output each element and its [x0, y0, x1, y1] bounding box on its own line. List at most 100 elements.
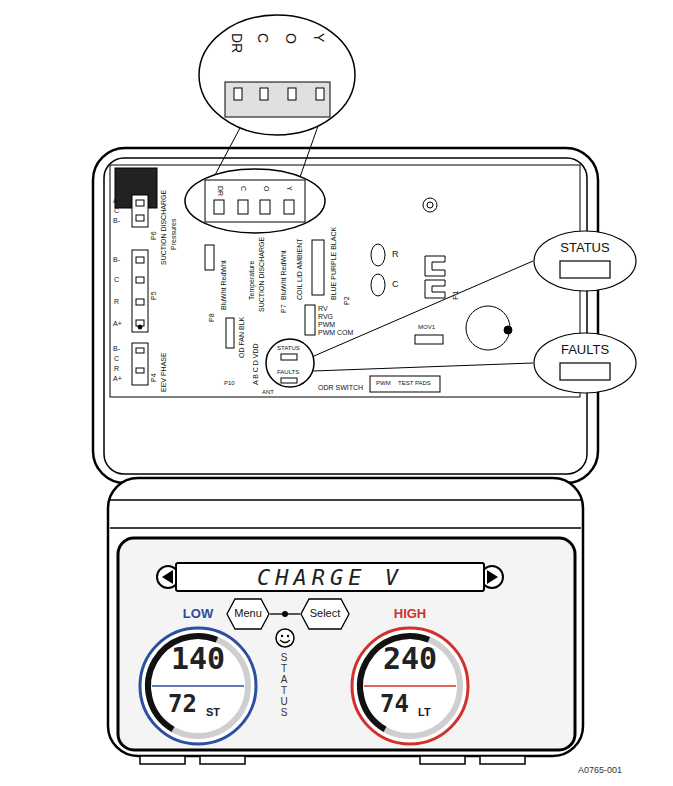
circuit-board: [136, 257, 144, 263]
board-silkscreen-label: EEV PHASE: [160, 352, 167, 392]
lower-housing: [108, 478, 583, 764]
circuit-board: [138, 325, 142, 329]
temperature-reading: 74: [380, 692, 409, 716]
lower-housing: [200, 756, 245, 764]
callout-oval: [534, 231, 636, 291]
gauge-scale: [136, 624, 260, 748]
gauge-ring: [348, 624, 472, 748]
board-connector: [185, 169, 325, 233]
circuit-board: [281, 354, 297, 360]
board-silkscreen-label: BluWht RedWht: [220, 260, 227, 310]
board-silkscreen-label: BLUE PURPLE BLACK: [330, 227, 337, 300]
board-silkscreen-label: PWM: [376, 380, 391, 386]
temperature-reading: 72: [168, 692, 197, 716]
board-silkscreen-label: DR: [217, 186, 224, 196]
upper-housing: [104, 158, 587, 474]
lower-housing: [110, 527, 581, 529]
lower-housing: [140, 756, 185, 764]
lcd-text: CHARGE V: [177, 567, 483, 589]
magnified-connector: [288, 88, 296, 100]
board-silkscreen-label: RV: [318, 305, 328, 312]
gauge-title: LOW: [136, 607, 260, 620]
board-silkscreen-label: PWM COM: [318, 329, 353, 336]
board-connector: [284, 200, 294, 214]
board-silkscreen-label: A B C D VDD: [252, 343, 259, 385]
board-silkscreen-label: P6: [150, 231, 157, 240]
board-silkscreen-label: RVG: [318, 313, 333, 320]
display-icons: [487, 570, 498, 584]
select-button: Select: [300, 598, 350, 630]
board-silkscreen-label: C: [392, 280, 399, 289]
temperature-unit: ST: [206, 707, 220, 718]
circuit-board: [305, 305, 315, 335]
gauge-ring: [136, 624, 260, 748]
board-connector: [238, 200, 248, 214]
hexagon-button: [227, 599, 269, 629]
circuit-board: [110, 165, 580, 397]
circuit-board: [110, 165, 580, 397]
board-silkscreen-label: F1: [452, 291, 460, 300]
board-connector: [214, 200, 224, 214]
magnified-connector: [316, 88, 324, 100]
circuit-board: [466, 306, 510, 350]
board-connector: [185, 169, 325, 233]
menu-button: Menu: [226, 598, 270, 630]
board-silkscreen-label: STATUS: [277, 345, 300, 351]
high-pressure-gauge: HIGH24074LT: [348, 624, 472, 748]
board-silkscreen-label: B-: [113, 217, 120, 224]
leader-line: [314, 261, 533, 356]
connector-pin-label: O: [284, 33, 298, 44]
circuit-board: [132, 250, 148, 332]
board-silkscreen-label: Temperature: [248, 261, 255, 300]
circuit-board: [266, 339, 314, 387]
circuit-board: [425, 256, 445, 276]
hexagon-button: [301, 599, 349, 629]
board-silkscreen-label: O: [263, 186, 270, 191]
circuit-board: [132, 343, 148, 385]
display-icons: [280, 640, 290, 643]
board-silkscreen-label: TEST PADS: [398, 380, 431, 386]
circuit-board: [312, 240, 324, 295]
circuit-board: [371, 244, 385, 266]
board-silkscreen-label: R: [114, 365, 119, 372]
circuit-board: [136, 215, 144, 221]
circuit-board: [415, 335, 443, 344]
board-silkscreen-label: C: [114, 355, 119, 362]
magnified-connector: [300, 126, 318, 177]
low-pressure-gauge: LOW14072ST: [136, 624, 260, 748]
callout-title: FAULTS: [533, 343, 637, 356]
circuit-board: [370, 376, 440, 392]
connector-pin-label: C: [256, 33, 270, 43]
board-silkscreen-label: B-: [113, 345, 120, 352]
circuit-board: [205, 245, 214, 270]
magnified-connector: [234, 88, 242, 100]
gauge-scale: [348, 624, 472, 748]
board-silkscreen-label: P8: [208, 313, 215, 322]
callout-oval: [533, 332, 637, 394]
circuit-board: [425, 280, 445, 298]
callout-title: STATUS: [533, 241, 637, 254]
circuit-board: [281, 378, 297, 383]
board-silkscreen-label: FAULTS: [277, 369, 299, 375]
display-icons: [162, 570, 173, 584]
led-window: [560, 261, 610, 278]
circuit-board: [136, 368, 144, 373]
board-silkscreen-label: SUCTION DISCHARGE: [258, 237, 265, 312]
board-silkscreen-label: P5: [150, 291, 157, 300]
board-silkscreen-label: BluWht RedWht: [280, 250, 287, 300]
lower-housing: [420, 756, 465, 764]
circuit-board: [427, 202, 433, 208]
magnified-connector: [225, 82, 330, 117]
display-icons: [287, 635, 289, 637]
lower-housing: [110, 499, 581, 501]
connector-pin-label: DR: [230, 33, 244, 53]
lower-housing: [108, 478, 583, 756]
gauge-divider: [152, 685, 244, 687]
link-dot: [282, 611, 288, 617]
board-silkscreen-label: A+: [113, 197, 122, 204]
board-silkscreen-label: P4: [150, 373, 157, 382]
